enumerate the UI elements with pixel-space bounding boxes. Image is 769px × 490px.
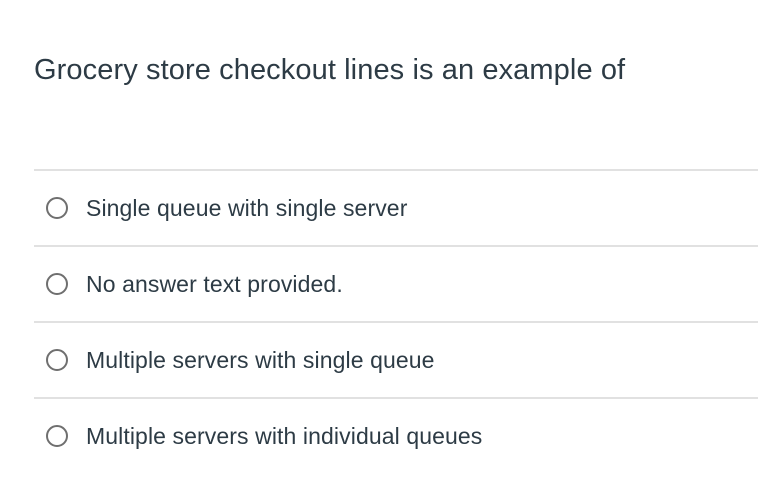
radio-button-icon[interactable] <box>46 425 68 447</box>
answer-option-label[interactable]: Multiple servers with single queue <box>86 346 435 373</box>
radio-button-icon[interactable] <box>46 349 68 371</box>
radio-button-icon[interactable] <box>46 197 68 219</box>
answer-option-label[interactable]: Multiple servers with individual queues <box>86 422 483 449</box>
answer-options-list: Single queue with single server No answe… <box>34 169 758 473</box>
question-title: Grocery store checkout lines is an examp… <box>34 54 626 86</box>
answer-option-label[interactable]: No answer text provided. <box>86 270 343 297</box>
radio-button-icon[interactable] <box>46 273 68 295</box>
answer-option-4[interactable]: Multiple servers with individual queues <box>34 397 758 473</box>
answer-option-1[interactable]: Single queue with single server <box>34 169 758 245</box>
answer-option-2[interactable]: No answer text provided. <box>34 245 758 321</box>
answer-option-3[interactable]: Multiple servers with single queue <box>34 321 758 397</box>
answer-option-label[interactable]: Single queue with single server <box>86 194 408 221</box>
